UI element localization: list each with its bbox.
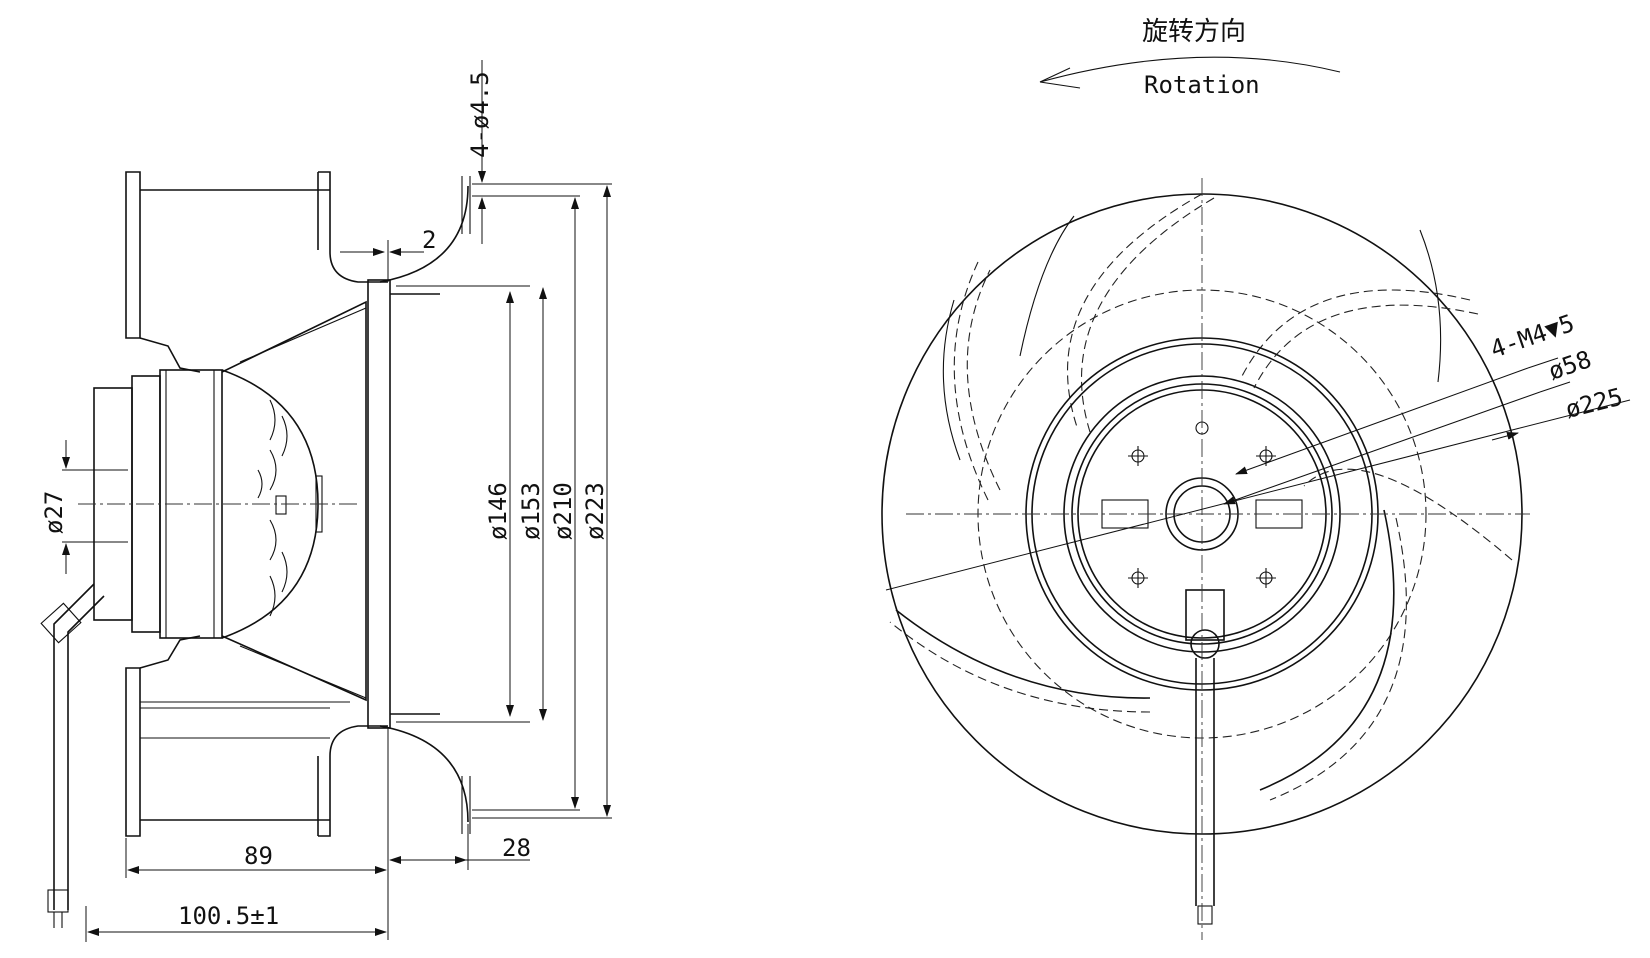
support-bracket <box>125 171 388 837</box>
front-leaders <box>885 357 1631 591</box>
front-view: 旋转方向 Rotation <box>881 17 1631 940</box>
total-depth-label: 100.5±1 <box>178 902 279 930</box>
diameter-153-label: ø153 <box>517 482 545 540</box>
diameter-210-label: ø210 <box>549 482 577 540</box>
diameter-225-label: ø225 <box>1563 383 1626 424</box>
depth-28-label: 28 <box>502 834 531 862</box>
side-cable <box>40 583 105 928</box>
hub-diameter-label: ø27 <box>40 491 68 534</box>
diameter-146-label: ø146 <box>484 482 512 540</box>
gap-label: 2 <box>422 226 436 254</box>
rotation-label-cn: 旋转方向 <box>1142 17 1246 47</box>
side-view: 4-ø4.5 2 ø27 ø146 ø153 ø210 ø223 89 28 1… <box>40 60 612 942</box>
impeller-blades <box>889 193 1513 801</box>
hole-spec-label: 4-ø4.5 <box>466 71 494 158</box>
rotation-arrow <box>1039 56 1341 83</box>
diameter-223-label: ø223 <box>581 482 609 540</box>
side-dimension-lines <box>62 60 612 942</box>
impeller-profile <box>221 176 471 834</box>
diameter-58-label: ø58 <box>1545 345 1595 386</box>
rotation-label-en: Rotation <box>1144 71 1260 99</box>
front-cable <box>1185 589 1225 925</box>
rotation-indicator: 旋转方向 Rotation <box>1039 17 1341 99</box>
depth-89-label: 89 <box>244 842 273 870</box>
